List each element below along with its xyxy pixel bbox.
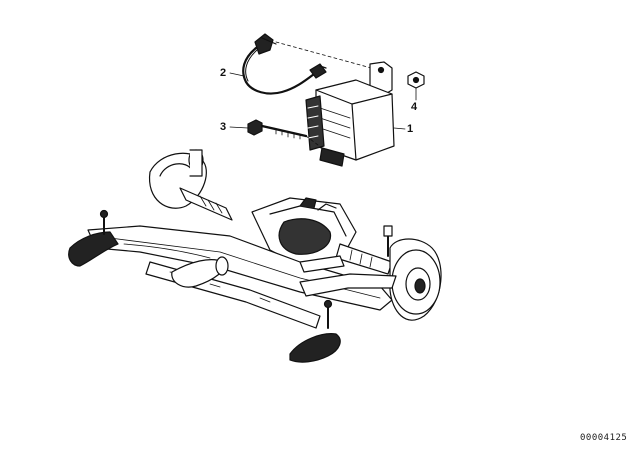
callout-1: 1	[407, 123, 414, 135]
callout-3: 3	[220, 121, 227, 133]
control-unit	[305, 61, 395, 167]
document-id: 00004125	[580, 433, 628, 443]
callout-4: 4	[411, 101, 418, 113]
sensor-cable	[242, 33, 387, 95]
rear-axle-assembly	[68, 149, 442, 363]
callout-leaders	[229, 72, 417, 130]
nut	[407, 71, 425, 89]
callout-2: 2	[220, 67, 227, 79]
bolt	[247, 119, 323, 149]
